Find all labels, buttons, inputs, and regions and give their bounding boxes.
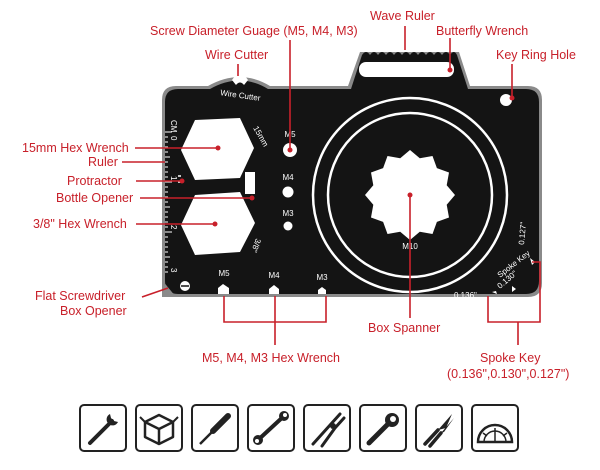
ruler-1: 1 [169,176,178,181]
leader-hex15-dot [215,145,221,151]
label-butterfly: Butterfly Wrench [436,24,528,38]
s136-mark: 0.136" [454,291,477,300]
key-ring-hole [500,94,512,106]
label-screwdriver-1: Flat Screwdriver [35,289,125,303]
icon-row [79,404,519,452]
label-hex15: 15mm Hex Wrench [22,141,129,155]
label-protractor: Protractor [67,174,122,188]
m5-bottom-mark: M5 [218,269,230,278]
label-spoke-key-2: (0.136",0.130",0.127") [447,367,569,381]
m4-gauge-hole [282,186,294,198]
m3-hole-mark: M3 [282,209,294,218]
s127-mark: 0.127" [517,221,528,245]
wrench-icon [79,404,127,452]
callout-labels: Screw Diameter Guage (M5, M4, M3) Wave R… [22,9,576,381]
wave-ruler-edge [362,52,457,55]
ruler-0: 0 [169,136,178,141]
tool-body [165,55,539,294]
leader-spoke-key [487,261,541,345]
leader-hex38-dot [212,221,218,227]
m3-hex-notch [318,287,326,294]
leader-bottle-dot [249,195,255,201]
bottle-opener-icon [359,404,407,452]
m3-gauge-hole [283,221,293,231]
leader-box-spanner-dot [407,192,413,198]
callout-leaders [122,26,541,345]
protractor-icon [471,404,519,452]
wire-cutter-icon [415,404,463,452]
screwdriver-icon [191,404,239,452]
label-hex38: 3/8" Hex Wrench [33,217,127,231]
m3-bottom-mark: M3 [316,273,328,282]
flat-screwdriver-edge [162,280,176,297]
m4-hex-notch [269,285,279,294]
cm-mark: CM [169,120,178,133]
ruler-2: 2 [169,225,178,230]
camera-multitool: Wire Cutter CM 0 1 2 3 15mm M5 M4 M3 3/8… [162,52,542,300]
ruler-ticks [165,131,172,273]
label-screw-gauge: Screw Diameter Guage (M5, M4, M3) [150,24,358,38]
hex-3-8-opening [181,192,255,255]
label-key-ring: Key Ring Hole [496,48,576,62]
box-icon [135,404,183,452]
label-ruler: Ruler [88,155,118,169]
leader-screw-gauge-dot [287,147,293,153]
leader-protractor-dot [179,178,185,184]
label-spoke-key-1: Spoke Key [480,351,541,365]
label-wave-ruler: Wave Ruler [370,9,435,23]
label-bottle: Bottle Opener [56,191,133,205]
label-screwdriver-2: Box Opener [60,304,127,318]
butterfly-wrench-slot [359,62,454,77]
spanner-icon [247,404,295,452]
wire-cutter-notch [232,74,248,85]
m4-hole-mark: M4 [282,173,294,182]
leader-screwdriver [141,287,169,298]
bottle-opener-slot [245,172,255,194]
pliers-icon [303,404,351,452]
leader-hex-bottom [223,296,327,345]
label-wire-cutter: Wire Cutter [205,48,268,62]
m4-bottom-mark: M4 [268,271,280,280]
m5-hex-notch [218,284,229,294]
leader-key-ring-dot [509,95,515,101]
leader-butterfly-dot [447,67,453,73]
label-box-spanner: Box Spanner [368,321,440,335]
ruler-3: 3 [169,268,178,273]
label-hex-bottom: M5, M4, M3 Hex Wrench [202,351,340,365]
